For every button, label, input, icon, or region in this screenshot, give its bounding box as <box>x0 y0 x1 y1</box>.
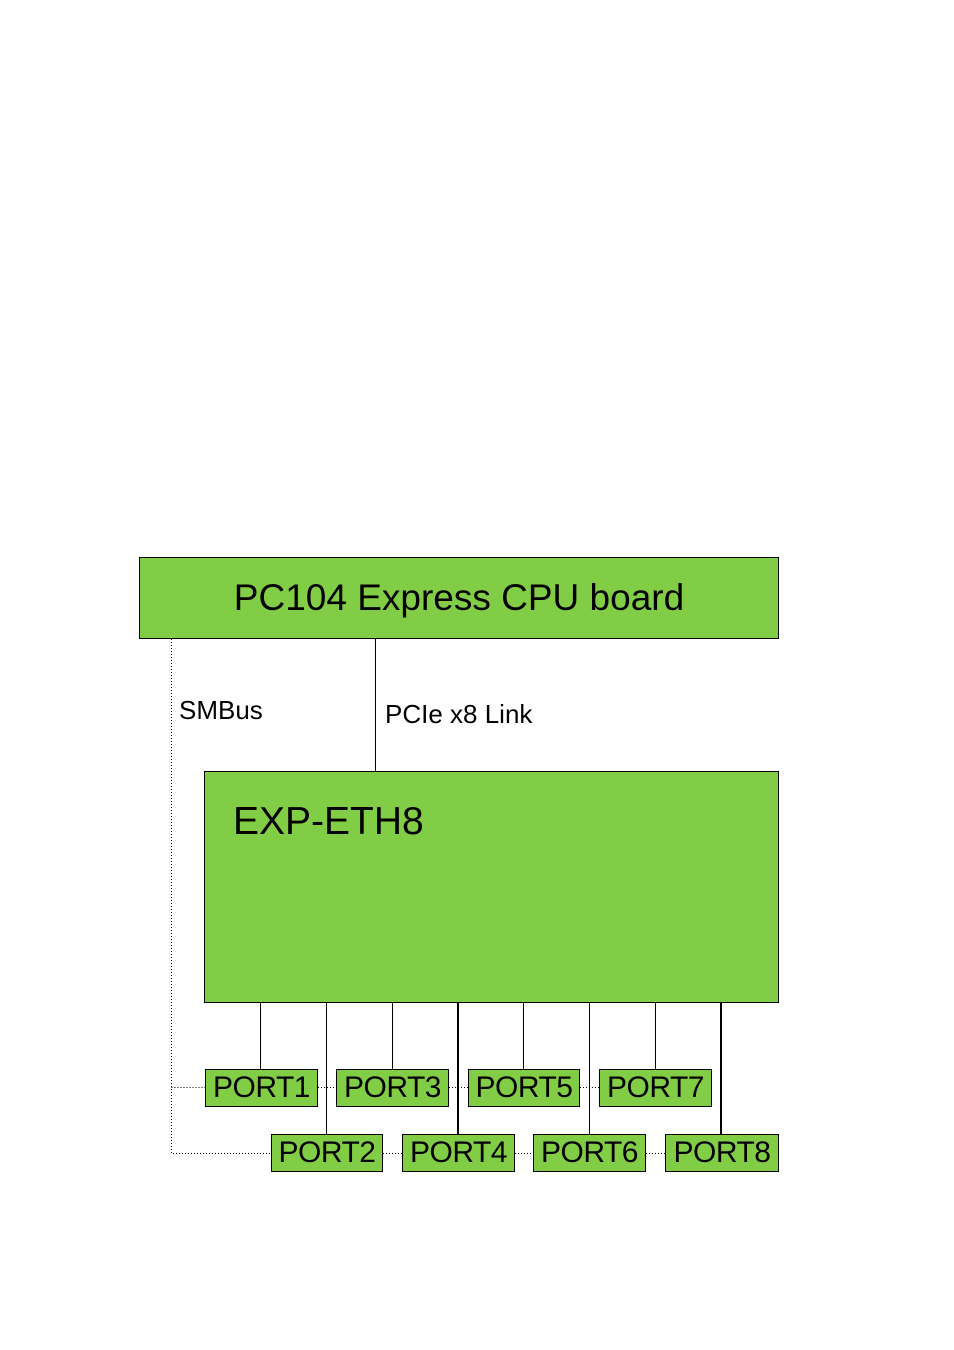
port5-box: PORT5 <box>468 1069 580 1107</box>
exp-eth8-label: EXP-ETH8 <box>233 800 424 844</box>
port2-label: PORT2 <box>279 1136 376 1170</box>
smbus-label: SMBus <box>179 695 263 726</box>
port1-box: PORT1 <box>205 1069 318 1107</box>
port6-box: PORT6 <box>533 1134 646 1172</box>
port1-label: PORT1 <box>213 1071 310 1105</box>
port4-box: PORT4 <box>402 1134 515 1172</box>
port7-box: PORT7 <box>599 1069 712 1107</box>
pcie-link-label: PCIe x8 Link <box>385 699 532 730</box>
cpu-board-label: PC104 Express CPU board <box>234 577 684 619</box>
port6-label: PORT6 <box>541 1136 638 1170</box>
port7-label: PORT7 <box>607 1071 704 1105</box>
cpu-board-box: PC104 Express CPU board <box>139 557 779 639</box>
port2-box: PORT2 <box>271 1134 383 1172</box>
port8-label: PORT8 <box>674 1136 771 1170</box>
port5-label: PORT5 <box>476 1071 573 1105</box>
port3-box: PORT3 <box>336 1069 449 1107</box>
port4-label: PORT4 <box>410 1136 507 1170</box>
port3-label: PORT3 <box>344 1071 441 1105</box>
exp-eth8-module-box: EXP-ETH8 <box>204 771 779 1003</box>
port8-box: PORT8 <box>665 1134 779 1172</box>
